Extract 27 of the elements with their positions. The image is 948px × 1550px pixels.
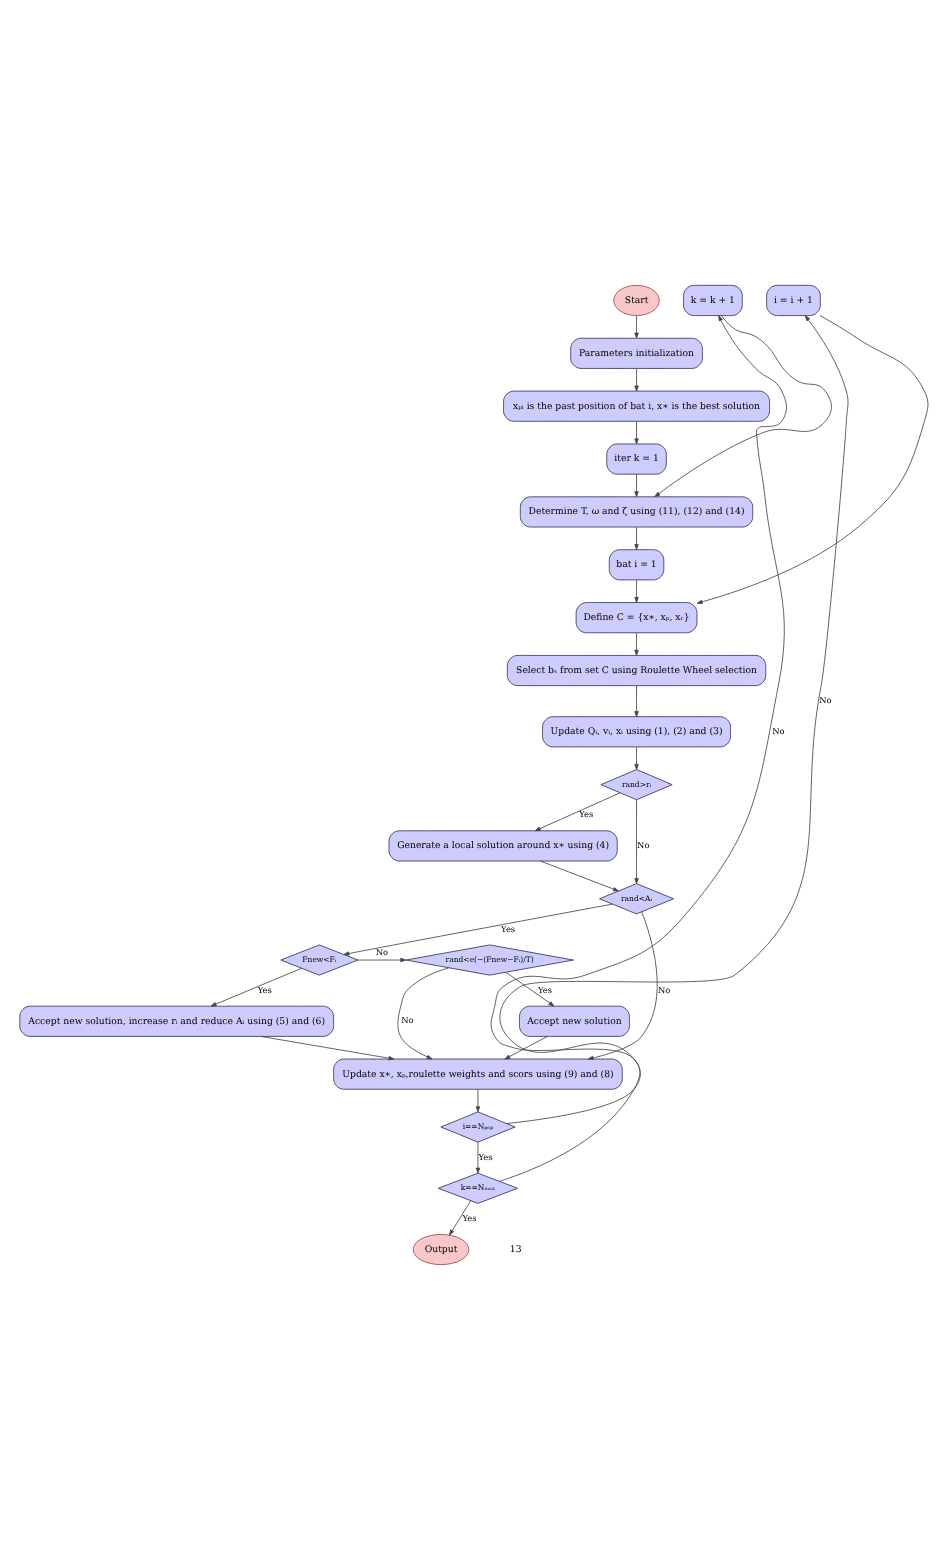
arrow [634,421,639,445]
arrow [634,526,639,550]
arrow [504,1036,548,1060]
arrow [449,1200,472,1236]
arrow [634,799,639,884]
arrow [634,685,639,718]
arrow [587,911,658,1061]
arrow [475,1141,481,1174]
arrow [397,967,450,1060]
arrow [210,967,302,1007]
arrow [634,315,639,339]
arrow [534,792,621,832]
arrow [499,315,849,1124]
arrow [634,579,639,603]
arrow [634,746,639,770]
arrow [475,1089,481,1113]
arrow [654,315,832,498]
arrow [260,1036,395,1061]
arrow [357,957,407,963]
arrow [634,474,639,498]
arrow [490,315,787,1182]
arrow [540,860,619,892]
arrow [505,971,555,1007]
arrow [696,315,929,604]
arrow [634,368,639,392]
arrow [343,903,613,956]
arrow [634,632,639,656]
